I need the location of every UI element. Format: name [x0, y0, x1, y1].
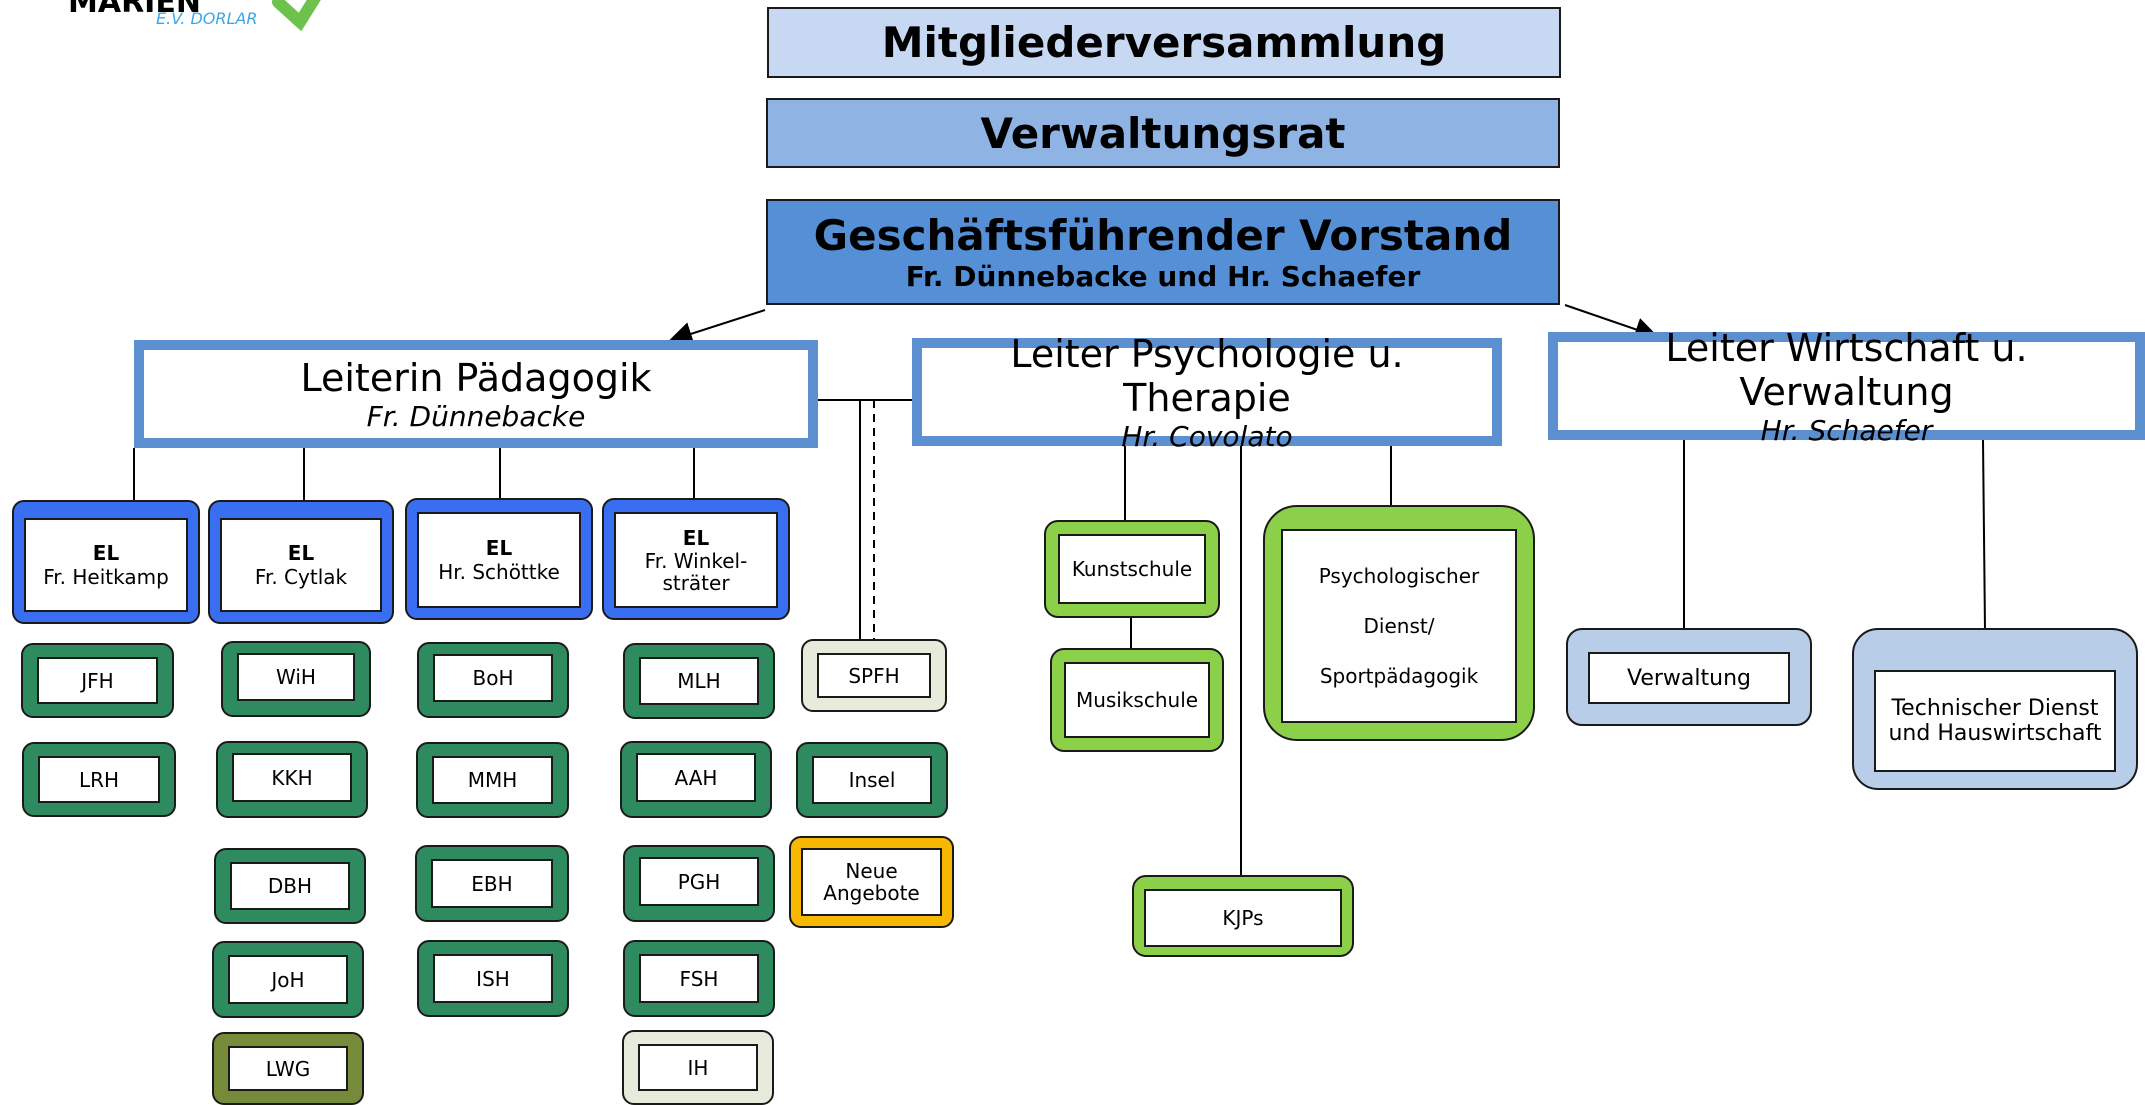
psych-service-box: Psychologischer Dienst/ Sportpädagogik — [1263, 505, 1535, 741]
logo-text-main: MARIEN — [68, 0, 201, 20]
kjps-box: KJPs — [1132, 875, 1354, 957]
el-name: Hr. Schöttke — [438, 560, 560, 584]
board-title: Verwaltungsrat — [980, 108, 1346, 158]
el-box: EL Fr. Winkel- sträter — [602, 498, 790, 620]
verwaltung-label: Verwaltung — [1627, 665, 1751, 691]
unit-label: WiH — [276, 665, 316, 689]
el-box: EL Hr. Schöttke — [405, 498, 593, 620]
el-box: EL Fr. Heitkamp — [12, 500, 200, 624]
unit-label: AAH — [674, 765, 718, 790]
el-label: EL — [287, 541, 315, 565]
unit-label: MLH — [677, 669, 721, 693]
unit-box: IH — [622, 1030, 774, 1105]
unit-label: PGH — [677, 869, 721, 894]
psych-service-label: Psychologischer Dienst/ Sportpädagogik — [1318, 563, 1480, 688]
kunstschule-box: Kunstschule — [1044, 520, 1220, 618]
unit-box: PGH — [623, 845, 775, 922]
unit-label: KKH — [271, 765, 313, 790]
unit-label: DBH — [267, 874, 313, 898]
executive-names: Fr. Dünnebacke und Hr. Schaefer — [905, 260, 1421, 293]
el-label: EL — [92, 541, 120, 565]
logo-text-sub: E.V. DORLAR — [156, 9, 257, 28]
unit-box: ISH — [417, 940, 569, 1017]
unit-label: Insel — [848, 768, 896, 792]
kjps-label: KJPs — [1222, 906, 1264, 930]
musikschule-label: Musikschule — [1075, 688, 1199, 712]
unit-box: FSH — [623, 940, 775, 1017]
el-name: Fr. Heitkamp — [43, 565, 169, 589]
musikschule-box: Musikschule — [1050, 648, 1224, 752]
unit-box: JoH — [212, 941, 364, 1018]
unit-box: EBH — [415, 845, 569, 922]
lead-economy: Leiter Wirtschaft u. Verwaltung Hr. Scha… — [1548, 326, 2145, 447]
assembly-box: Mitgliederversammlung — [767, 7, 1561, 78]
unit-label: FSH — [679, 966, 719, 991]
unit-label: MMH — [467, 768, 518, 792]
unit-label: JFH — [81, 668, 114, 693]
el-box: EL Fr. Cytlak — [208, 500, 394, 624]
unit-box: WiH — [221, 641, 371, 717]
executive-title: Geschäftsführender Vorstand — [813, 211, 1513, 260]
unit-label: SPFH — [848, 663, 900, 688]
unit-box: MMH — [416, 742, 569, 818]
el-label: EL — [485, 536, 513, 560]
unit-label: LRH — [78, 767, 120, 792]
unit-box: BoH — [417, 642, 569, 718]
lead-pedagogy: Leiterin Pädagogik Fr. Dünnebacke — [134, 340, 818, 448]
lead-economy-title: Leiter Wirtschaft u. Verwaltung — [1665, 325, 2028, 414]
el-name: Fr. Cytlak — [254, 565, 348, 589]
unit-label: Neue Angebote — [823, 859, 920, 905]
logo: MARIEN E.V. DORLAR — [68, 0, 328, 38]
verwaltung-box: Verwaltung — [1566, 628, 1812, 726]
el-name: Fr. Winkel- sträter — [644, 549, 748, 595]
unit-label: IH — [687, 1055, 709, 1080]
executive-box: Geschäftsführender Vorstand Fr. Dünnebac… — [766, 199, 1560, 305]
unit-label: ISH — [476, 966, 510, 991]
arrow-to-pedagogy — [668, 309, 766, 346]
lead-psychology-name: Hr. Covolato — [1121, 419, 1293, 453]
board-box: Verwaltungsrat — [766, 98, 1560, 168]
unit-box: AAH — [620, 741, 772, 818]
lead-psychology: Leiter Psychologie u. Therapie Hr. Covol… — [912, 332, 1502, 453]
unit-label: LWG — [265, 1056, 311, 1081]
technik-label: Technischer Dienst und Hauswirtschaft — [1888, 695, 2102, 746]
unit-box: JFH — [21, 643, 174, 718]
unit-box: LRH — [22, 742, 176, 817]
arrow-to-economy — [1564, 304, 1659, 341]
unit-box: KKH — [216, 741, 368, 818]
unit-box: LWG — [212, 1032, 364, 1105]
unit-box: MLH — [623, 643, 775, 719]
technik-box: Technischer Dienst und Hauswirtschaft — [1852, 628, 2138, 790]
unit-label: EBH — [471, 871, 513, 896]
unit-label: BoH — [472, 666, 514, 690]
unit-box: SPFH — [801, 639, 947, 712]
lead-pedagogy-title: Leiterin Pädagogik — [300, 355, 652, 400]
lead-economy-name: Hr. Schaefer — [1760, 413, 1933, 447]
kunstschule-label: Kunstschule — [1071, 557, 1193, 581]
el-label: EL — [682, 526, 710, 550]
unit-box: Neue Angebote — [789, 836, 954, 928]
lead-pedagogy-name: Fr. Dünnebacke — [366, 399, 586, 433]
lead-psychology-title: Leiter Psychologie u. Therapie — [1010, 331, 1404, 420]
unit-box: DBH — [214, 848, 366, 924]
unit-label: JoH — [271, 967, 305, 992]
assembly-title: Mitgliederversammlung — [881, 18, 1447, 67]
unit-box: Insel — [796, 742, 948, 818]
